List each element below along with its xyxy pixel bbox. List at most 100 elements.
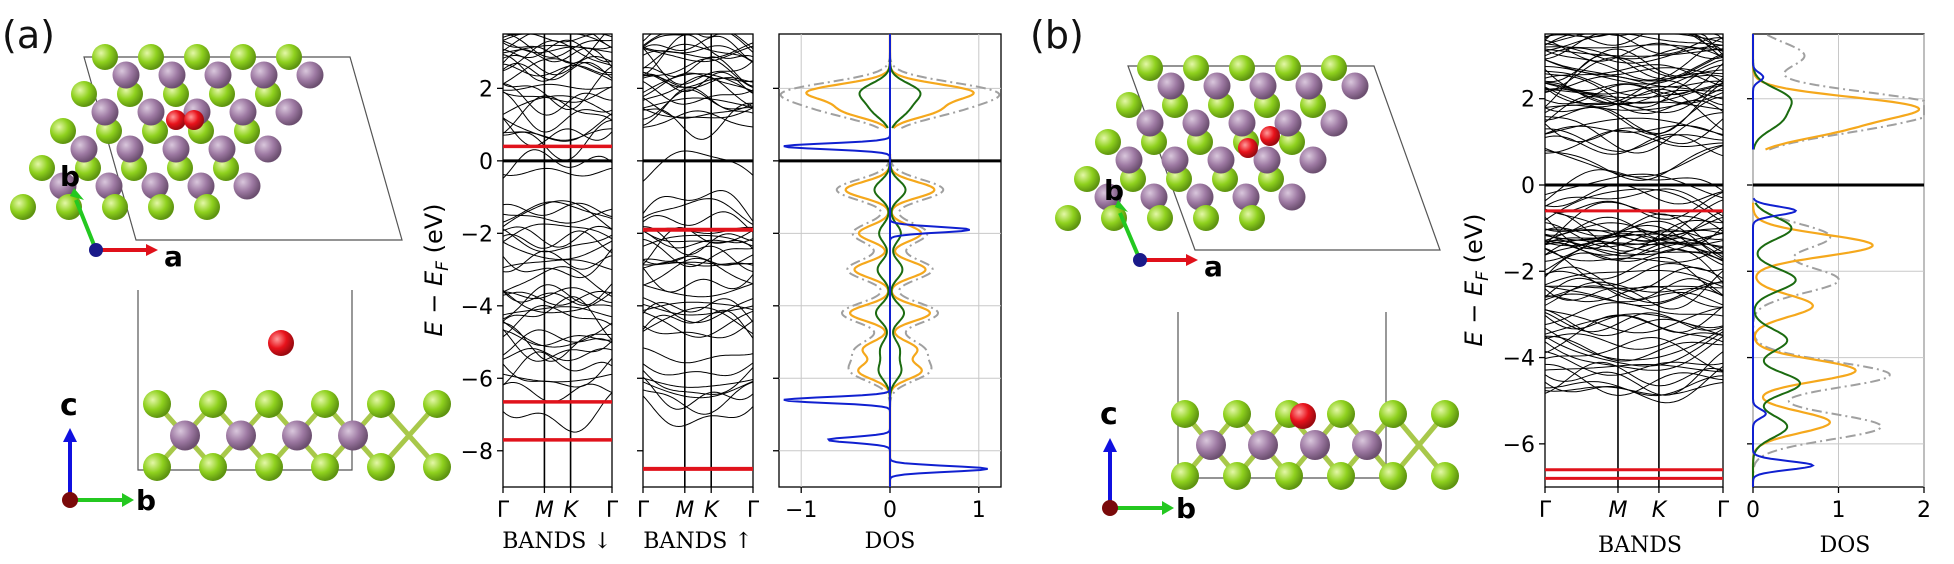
s-atom: [143, 453, 171, 481]
band-line: [1544, 48, 1724, 57]
band-line: [1544, 266, 1724, 292]
mo-atom: [1248, 430, 1278, 460]
band-line: [1544, 285, 1724, 289]
x-tick-label: 0: [883, 498, 897, 523]
band-line: [502, 83, 613, 91]
s-atom: [184, 44, 210, 70]
y-tick-label: −4: [461, 295, 493, 320]
x-tick-label: M: [675, 498, 694, 523]
x-tick-label: Γ: [497, 498, 510, 523]
band-line: [642, 226, 754, 265]
band-line: [502, 329, 613, 347]
x-label-bands-b: BANDS: [1598, 533, 1682, 558]
x-tick-label: 1: [1832, 498, 1846, 523]
s-atom: [1171, 462, 1199, 490]
band-line: [642, 102, 754, 140]
band-line: [642, 72, 754, 98]
y-axis-label-a: E − EF (eV): [420, 203, 453, 336]
band-line: [1544, 216, 1724, 250]
s-atom: [1379, 400, 1407, 428]
band-line: [642, 283, 754, 298]
band-line: [1544, 201, 1724, 245]
band-line: [1544, 248, 1724, 284]
band-line: [642, 254, 754, 266]
mo-atom: [208, 135, 236, 163]
s-atom: [255, 453, 283, 481]
band-line: [1544, 54, 1724, 108]
axis-label-c: c: [1100, 397, 1118, 432]
band-line: [502, 91, 613, 133]
band-line: [1544, 144, 1724, 181]
band-line: [1544, 331, 1724, 367]
band-line: [1544, 33, 1724, 45]
s-atom: [1147, 205, 1173, 231]
s-atom: [367, 390, 395, 418]
band-line: [642, 301, 754, 311]
o-atom: [268, 330, 294, 356]
band-line: [502, 351, 613, 386]
o-atom: [184, 110, 204, 130]
band-line: [1544, 302, 1724, 326]
band-line: [502, 54, 613, 82]
s-atom: [1055, 205, 1081, 231]
band-line: [1544, 117, 1724, 136]
s-atom: [255, 390, 283, 418]
band-line: [502, 289, 613, 314]
band-line: [1544, 112, 1724, 154]
band-line: [502, 259, 613, 271]
band-line: [502, 117, 613, 147]
x-label-dos-a: DOS: [865, 529, 916, 554]
mo-atom: [338, 420, 368, 451]
band-line: [1544, 237, 1724, 258]
band-line: [1544, 64, 1724, 108]
mo-atom: [229, 98, 257, 126]
mo-atom: [282, 420, 312, 451]
x-tick-label: Γ: [747, 498, 760, 523]
band-line: [1544, 184, 1724, 208]
axis-label-c: c: [60, 388, 78, 423]
band-line: [502, 63, 613, 77]
band-line: [1544, 350, 1724, 376]
plot-frame: [502, 33, 613, 488]
band-line: [502, 223, 613, 243]
s-atom: [367, 453, 395, 481]
band-line: [1544, 48, 1724, 83]
x-label-bands-down: BANDS ↓: [502, 529, 611, 554]
band-line: [642, 47, 754, 85]
band-line: [1544, 313, 1724, 336]
x-tick-label: Γ: [1539, 498, 1552, 523]
o-atom: [1260, 126, 1280, 146]
axis-label-b: b: [1104, 174, 1124, 207]
band-line: [1544, 79, 1724, 106]
band-line: [642, 238, 754, 268]
band-line: [502, 248, 613, 279]
y-tick-label: 0: [479, 150, 493, 175]
band-line: [642, 367, 754, 395]
mo-atom: [158, 61, 186, 89]
band-line: [642, 395, 754, 428]
band-line: [502, 149, 613, 179]
band-line: [502, 306, 613, 318]
band-line: [1544, 246, 1724, 263]
band-line: [1544, 88, 1724, 131]
band-line: [642, 298, 754, 323]
s-atom: [1431, 462, 1459, 490]
s-atom: [1327, 400, 1355, 428]
band-line: [502, 113, 613, 142]
band-line: [642, 43, 754, 69]
band-line: [1544, 43, 1724, 64]
band-line: [502, 240, 613, 261]
band-line: [642, 211, 754, 233]
axes-indicator-b-side: c b: [1100, 397, 1196, 525]
o-atom: [1290, 403, 1316, 429]
band-line: [502, 296, 613, 341]
x-tick-label: M: [1608, 498, 1627, 523]
band-line: [642, 267, 754, 293]
band-line: [1544, 222, 1724, 248]
band-line: [502, 230, 613, 254]
band-line: [1544, 216, 1724, 236]
mo-atom: [187, 172, 215, 200]
y-tick-label: −8: [461, 440, 493, 465]
band-line: [502, 39, 613, 63]
structure-b-side-view: [1171, 312, 1459, 490]
